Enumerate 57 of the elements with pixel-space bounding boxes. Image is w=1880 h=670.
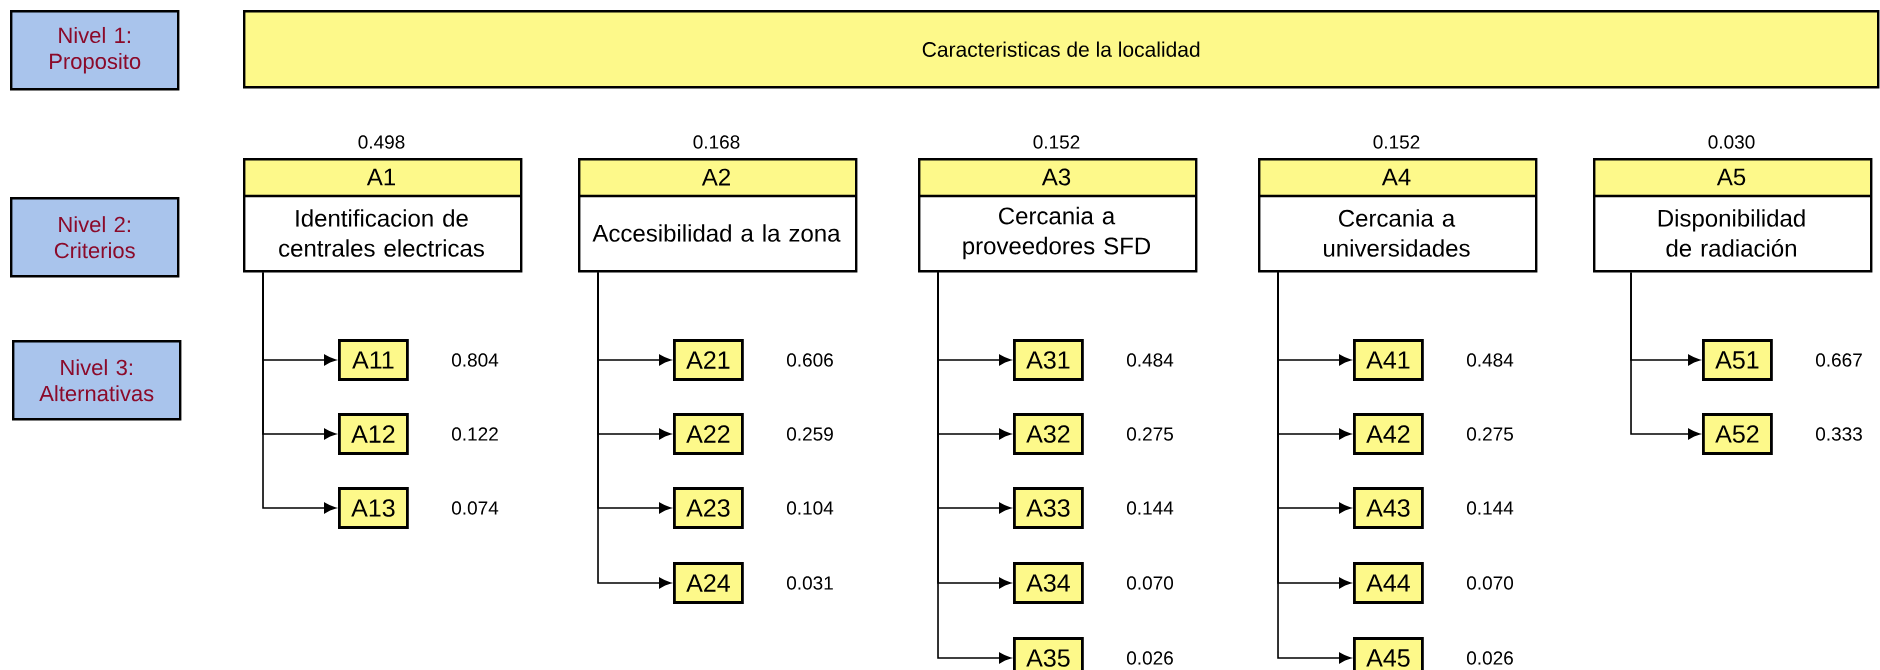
weight-value: 0.667	[1816, 353, 1862, 367]
alternative-box: A31	[1013, 339, 1084, 381]
weight-value: 0.484	[1127, 353, 1174, 367]
alternative-box: A13	[338, 487, 409, 529]
alternative-box: A21	[673, 339, 744, 381]
alternative-box: A33	[1013, 487, 1084, 529]
alternative-box: A24	[673, 562, 744, 604]
arrow	[1630, 271, 1700, 440]
weight-value: 0.030	[1708, 135, 1755, 149]
weight-value: 0.070	[1467, 576, 1514, 590]
alternative-box: A35	[1013, 637, 1084, 670]
weight-value: 0.275	[1467, 427, 1513, 441]
alternative-box: A52	[1702, 413, 1773, 455]
alternative-box: A44	[1353, 562, 1424, 604]
alternative-box: A22	[673, 413, 744, 455]
alternative-box: A12	[338, 413, 409, 455]
alternative-box: A11	[338, 339, 409, 381]
criterion-box: A4 Cercania a universidades	[1258, 158, 1538, 273]
weight-value: 0.333	[1816, 427, 1862, 441]
alternative-box: A42	[1353, 413, 1424, 455]
weight-value: 0.168	[693, 135, 740, 149]
weight-value: 0.074	[452, 501, 499, 515]
weight-value: 0.144	[1467, 501, 1514, 515]
weight-value: 0.498	[358, 135, 405, 149]
level-box: Nivel 1: Proposito	[10, 10, 180, 91]
alternative-box: A51	[1702, 339, 1773, 381]
alternative-box: A32	[1013, 413, 1084, 455]
weight-value: 0.606	[787, 353, 833, 367]
alternative-box: A34	[1013, 562, 1084, 604]
arrow	[262, 271, 336, 514]
weight-value: 0.144	[1127, 501, 1174, 515]
criterion-box: A3 Cercania a proveedores SFD	[918, 158, 1198, 273]
criterion-box: A5 Disponibilidad de radiación	[1593, 158, 1873, 273]
weight-value: 0.104	[787, 501, 834, 515]
weight-value: 0.275	[1127, 427, 1173, 441]
level-box: Nivel 2: Criterios	[10, 197, 180, 278]
alternative-box: A45	[1353, 637, 1424, 670]
alternative-box: A43	[1353, 487, 1424, 529]
weight-value: 0.152	[1033, 135, 1080, 149]
arrow	[1277, 271, 1351, 664]
arrow	[597, 271, 671, 589]
weight-value: 0.122	[452, 427, 498, 441]
weight-value: 0.026	[1467, 651, 1513, 665]
weight-value: 0.070	[1127, 576, 1174, 590]
purpose-bar: Caracteristicas de la localidad	[243, 10, 1880, 89]
weight-value: 0.804	[452, 353, 499, 367]
weight-value: 0.484	[1467, 353, 1514, 367]
weight-value: 0.026	[1127, 651, 1173, 665]
alternative-box: A41	[1353, 339, 1424, 381]
arrow	[937, 271, 1011, 664]
weight-value: 0.259	[787, 427, 833, 441]
weight-value: 0.031	[787, 576, 833, 590]
weight-value: 0.152	[1373, 135, 1420, 149]
alternative-box: A23	[673, 487, 744, 529]
criterion-box: A2 Accesibilidad a la zona	[578, 158, 858, 273]
criterion-box: A1 Identificacion de centrales electricas	[243, 158, 523, 273]
level-box: Nivel 3: Alternativas	[12, 340, 182, 421]
